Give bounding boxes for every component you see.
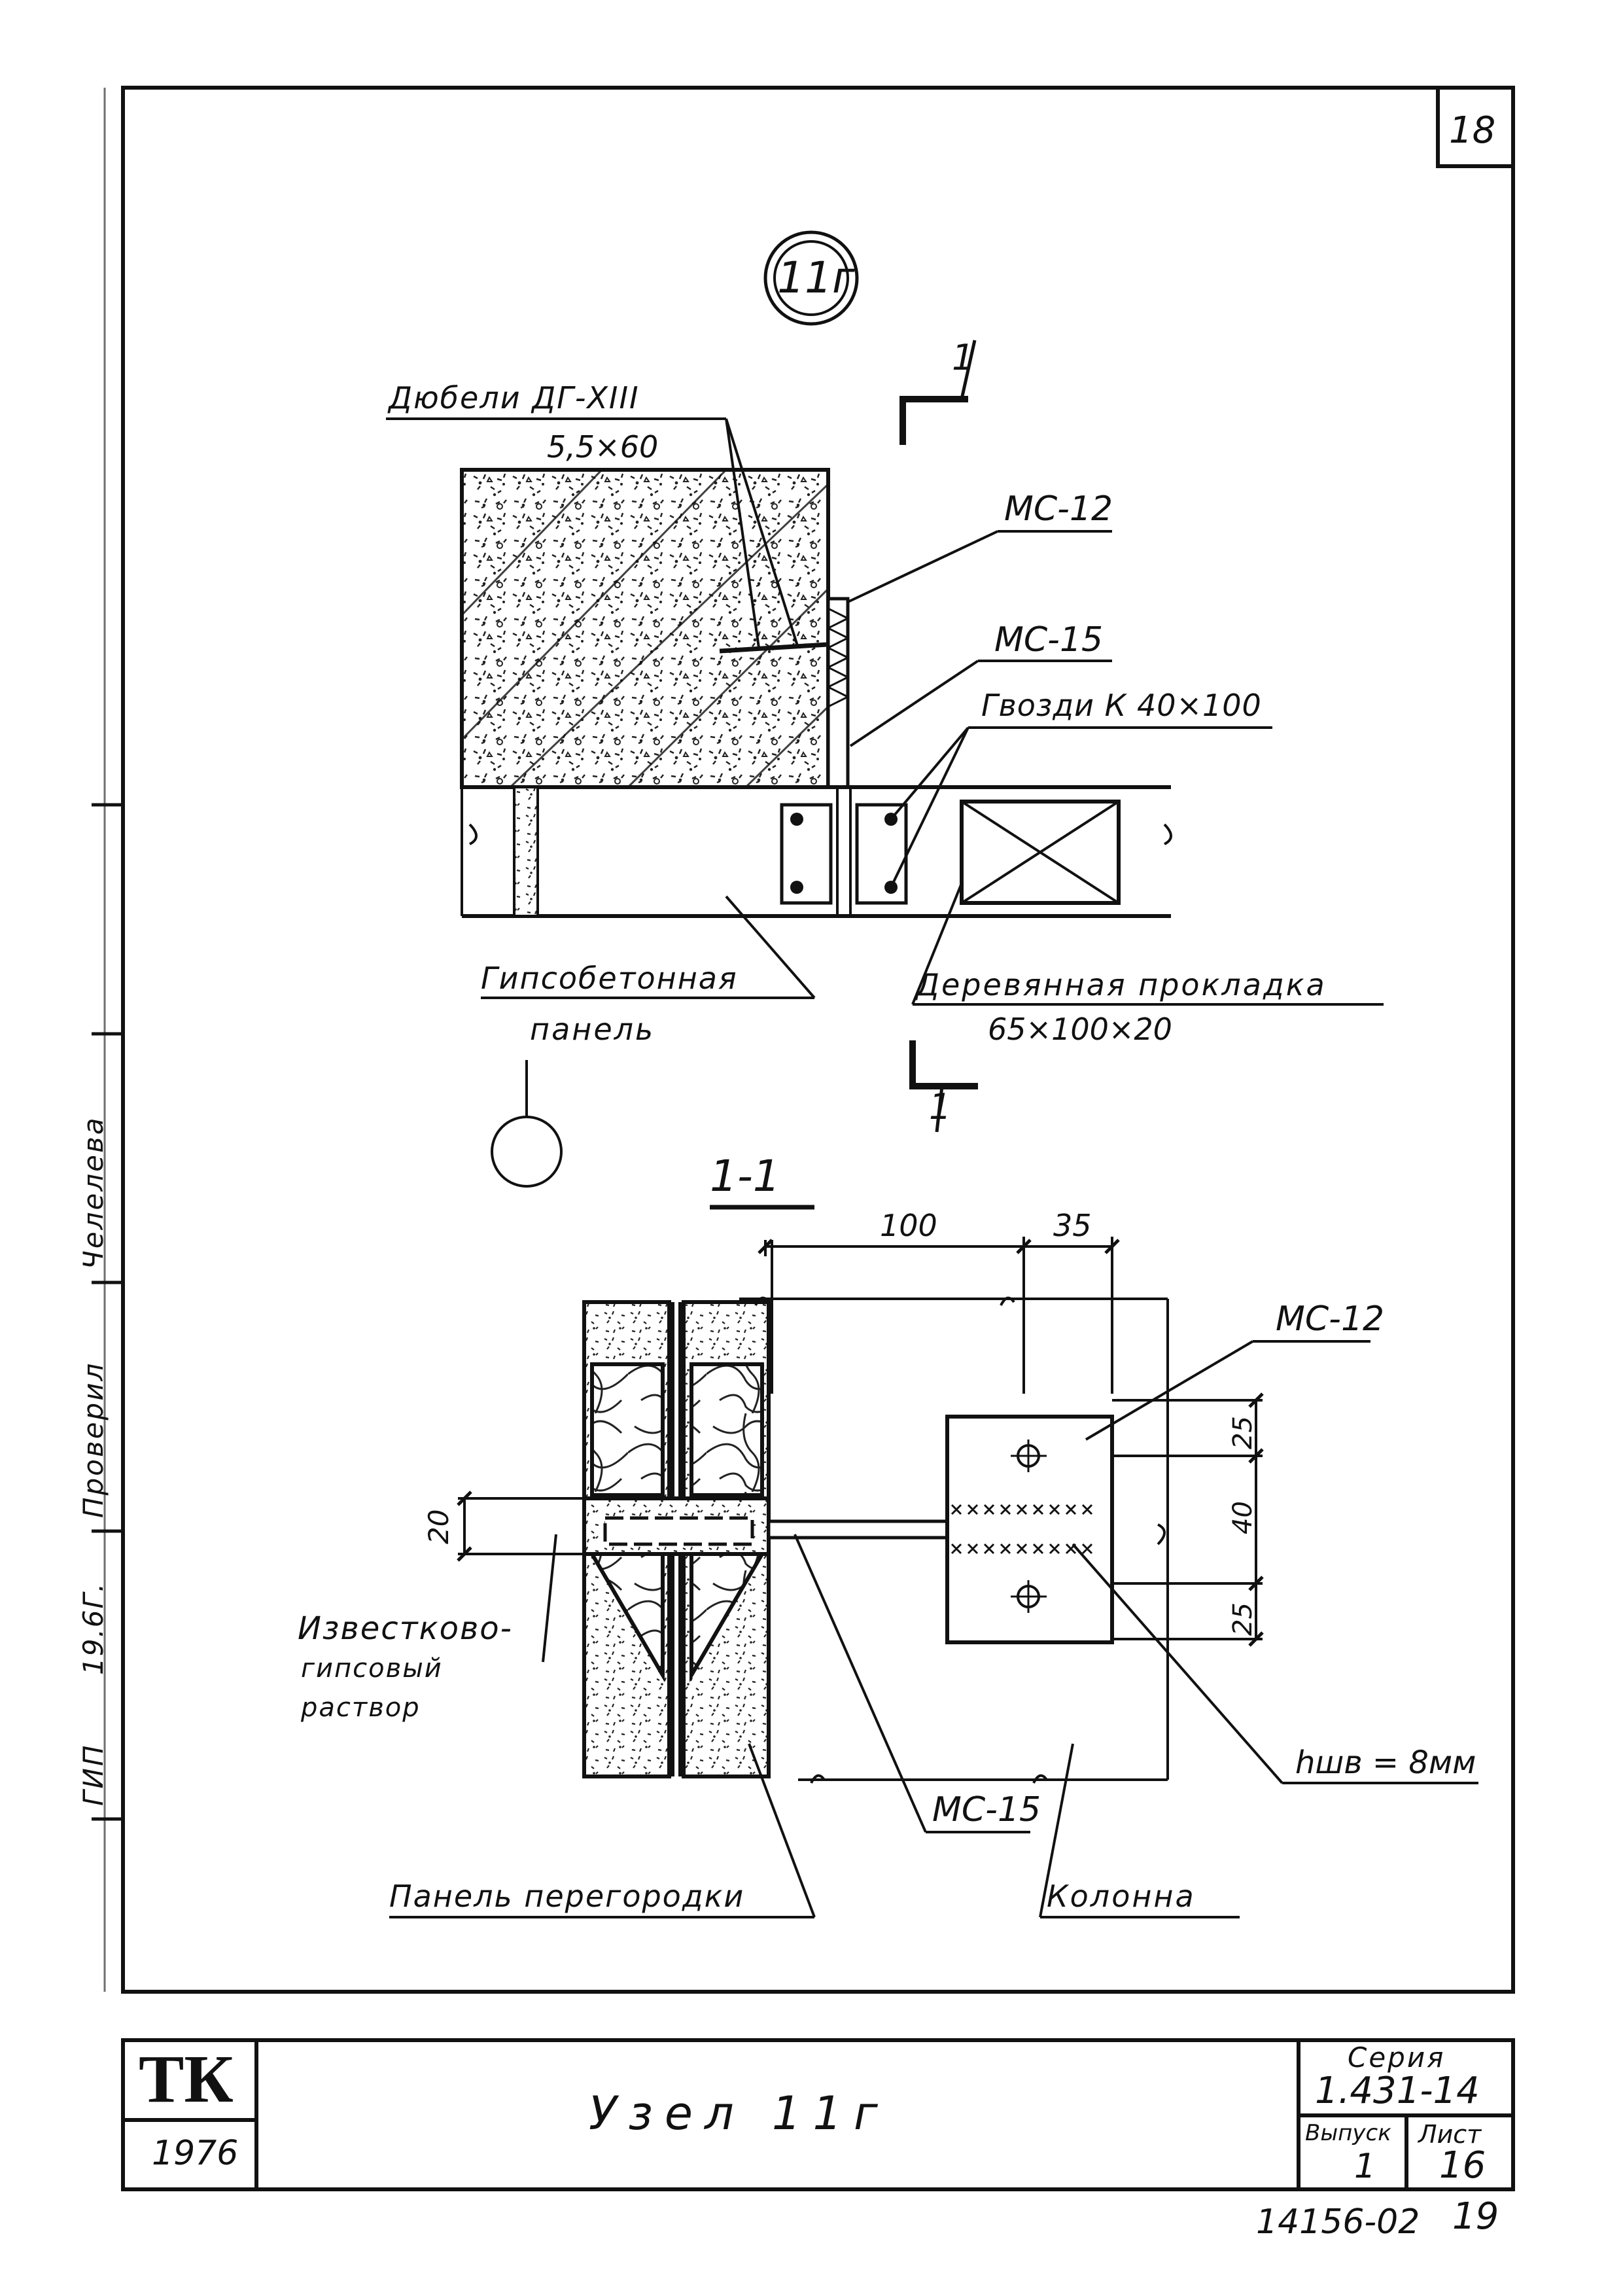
margin-name1: Челелева — [77, 1116, 109, 1270]
label-dowel-size: 5,5×60 — [547, 429, 659, 465]
label-mortar-line1: Известково- — [298, 1610, 513, 1647]
marker-circle — [491, 1116, 563, 1188]
dowel — [719, 642, 828, 654]
node-id: 11г — [777, 253, 855, 303]
section-mark-top-label: 1 — [952, 337, 975, 378]
plate-ms15-section — [603, 1516, 754, 1546]
label-dowels: Дюбели ДГ-XIII — [389, 380, 640, 415]
section-mark-bottom — [909, 1040, 978, 1089]
series-label: Серия — [1348, 2041, 1446, 2074]
plate-ms15-right — [855, 803, 908, 905]
margin-role2: ГИП — [77, 1743, 109, 1806]
label-mortar-line2: гипсовый — [301, 1653, 443, 1684]
sheet-number-top: 18 — [1449, 109, 1496, 152]
section-mark-top — [899, 396, 968, 445]
weld-marks — [951, 1504, 1093, 1555]
dimension-ticks — [457, 1239, 1264, 1647]
dim-35: 35 — [1053, 1208, 1092, 1243]
margin-date: 19.6Г. — [77, 1581, 109, 1675]
label-ms15-bottom: МС-15 — [932, 1790, 1041, 1829]
label-panel-line2: панель — [530, 1012, 655, 1047]
dim-25-top: 25 — [1228, 1416, 1258, 1449]
series-value: 1.431-14 — [1315, 2070, 1480, 2112]
dim-25-bottom: 25 — [1228, 1602, 1258, 1636]
label-panel-line1: Гипсобетонная — [481, 961, 738, 996]
label-spacer-size: 65×100×20 — [988, 1012, 1172, 1047]
wood-insert-upper-right — [689, 1362, 764, 1497]
issue-value: 1 — [1354, 2147, 1376, 2186]
sheet-number-box — [1436, 88, 1513, 168]
label-column: Колонна — [1047, 1879, 1196, 1914]
sheet-border — [121, 86, 1515, 1994]
plate-ms15-left — [780, 803, 833, 905]
wood-insert-upper-left — [590, 1362, 665, 1497]
logo-tk: ТК — [139, 2041, 234, 2117]
plate-ms12-section — [945, 1415, 1114, 1644]
drawing-title: Узел 11г — [589, 2087, 890, 2140]
panel-hatching — [461, 468, 829, 788]
label-ms15-top: МС-15 — [994, 620, 1104, 660]
page-number: 19 — [1452, 2195, 1499, 2238]
dim-20: 20 — [423, 1509, 455, 1544]
label-mortar-line3: раствор — [301, 1693, 421, 1723]
dim-100: 100 — [880, 1208, 937, 1243]
top-leaders — [386, 417, 1384, 1006]
label-spacer-line1: Деревянная прокладка — [916, 967, 1327, 1002]
title-block-frame — [121, 2038, 1515, 2191]
label-nails: Гвозди К 40×100 — [981, 688, 1262, 723]
margin-role1: Проверил — [77, 1361, 109, 1518]
section-mark-bottom-label: 1 — [929, 1086, 952, 1127]
section-leaders — [389, 1340, 1478, 1918]
sheet-value: 16 — [1439, 2144, 1486, 2187]
gypsum-concrete-panel — [460, 468, 830, 789]
dim-40: 40 — [1228, 1501, 1258, 1534]
node-marker-circle — [763, 230, 859, 326]
label-ms12-bottom: МС-12 — [1276, 1299, 1385, 1339]
issue-label: Выпуск — [1305, 2120, 1391, 2146]
section-title: 1-1 — [710, 1151, 780, 1201]
title-year: 1976 — [152, 2134, 239, 2173]
label-weld: hшв = 8мм — [1295, 1744, 1476, 1781]
label-ms12-top: МС-12 — [1004, 489, 1113, 529]
sheet-label: Лист — [1418, 2120, 1482, 2149]
dimension-lines — [458, 1237, 1263, 1781]
archive-number: 14156-02 — [1256, 2202, 1420, 2242]
label-partition-panel: Панель перегородки — [389, 1879, 745, 1914]
